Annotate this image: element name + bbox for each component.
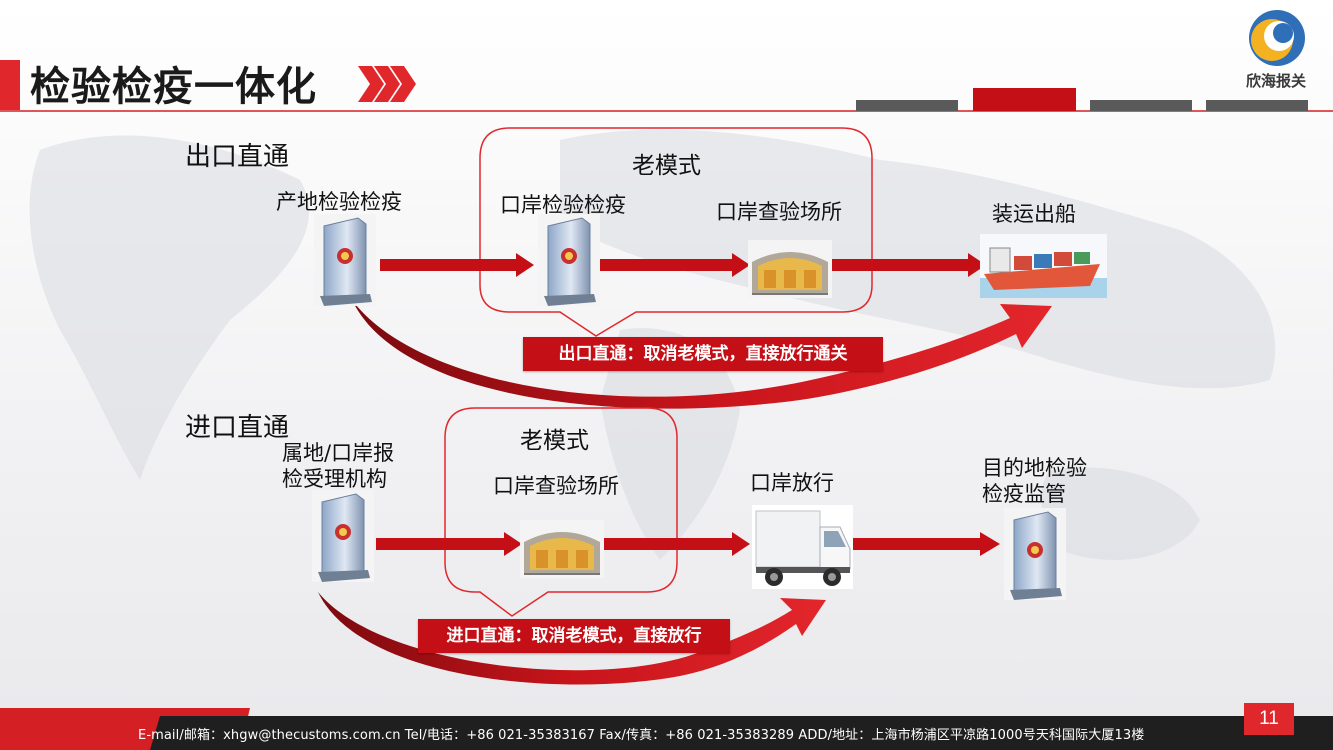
header-tab-1 [856, 100, 958, 111]
import-node-acceptance-line2: 检受理机构 [282, 467, 387, 491]
building-icon [1004, 508, 1066, 600]
import-arrow-1 [376, 532, 522, 556]
import-arrow-2 [604, 532, 750, 556]
company-logo-icon [1249, 10, 1305, 66]
export-banner: 出口直通：取消老模式，直接放行通关 [523, 337, 883, 371]
building-icon [312, 490, 374, 582]
building-icon [538, 214, 600, 306]
import-old-mode-box [444, 407, 678, 617]
warehouse-icon [748, 240, 832, 298]
import-node-acceptance-line1: 属地/口岸报 [282, 441, 395, 465]
logo-text: 欣海报关 [1246, 72, 1307, 90]
import-banner: 进口直通：取消老模式，直接放行 [418, 619, 730, 653]
export-arrow-3 [832, 253, 986, 277]
cargo-ship-icon [980, 234, 1107, 298]
title-accent-bar [0, 60, 20, 110]
export-arrow-1 [380, 253, 534, 277]
header-tab-4 [1206, 100, 1308, 111]
import-old-mode-label: 老模式 [520, 428, 589, 454]
export-arrow-2 [600, 253, 750, 277]
import-big-arc-arrow [318, 592, 826, 685]
page-number: 11 [1244, 703, 1294, 735]
building-icon [314, 214, 376, 306]
export-section-title: 出口直通 [185, 142, 290, 172]
export-old-mode-label: 老模式 [632, 153, 701, 179]
footer-contact: E-mail/邮箱：xhgw@thecustoms.com.cn Tel/电话：… [138, 728, 1145, 743]
export-node-origin-inspection: 产地检验检疫 [276, 190, 402, 214]
import-node-destination-line2: 检疫监管 [982, 482, 1066, 506]
header-tab-3 [1090, 100, 1192, 111]
chevron-right-icon [358, 66, 416, 102]
import-node-port-release: 口岸放行 [750, 471, 834, 495]
export-node-port-inspection: 口岸检验检疫 [500, 193, 626, 217]
export-big-arc-arrow [352, 300, 1052, 409]
export-node-port-inspection-site: 口岸查验场所 [716, 200, 842, 224]
export-old-mode-box [479, 127, 873, 337]
header-tab-active [973, 88, 1076, 111]
export-node-ship-loading: 装运出船 [992, 202, 1076, 226]
world-map-background [29, 129, 1276, 560]
warehouse-icon [520, 520, 604, 578]
import-section-title: 进口直通 [185, 413, 290, 443]
import-node-port-inspection-site: 口岸查验场所 [493, 474, 619, 498]
import-arrow-3 [852, 532, 1000, 556]
import-node-destination-line1: 目的地检验 [982, 456, 1087, 480]
truck-icon [752, 505, 853, 589]
page-title: 检验检疫一体化 [30, 64, 317, 110]
